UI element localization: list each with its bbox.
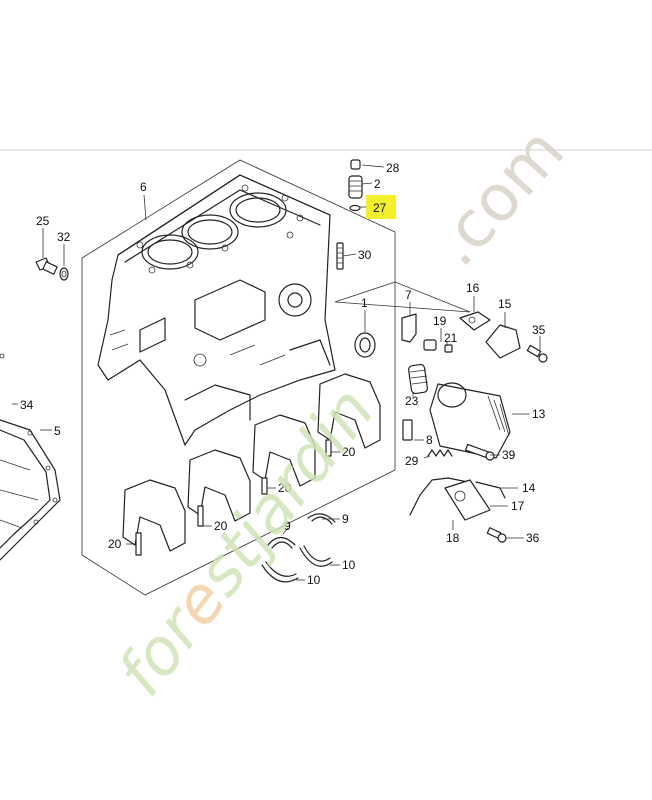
callout-36: 36	[526, 531, 540, 545]
callout-27-highlight	[366, 195, 396, 219]
bearing-caps	[122, 373, 381, 552]
callout-1: 1	[361, 296, 368, 310]
callout-27: 27	[373, 201, 387, 215]
dipstick-assembly	[409, 477, 506, 521]
callout-9-a: 9	[342, 512, 349, 526]
callout-20-b: 20	[278, 481, 292, 495]
oil-system-frame	[334, 281, 471, 313]
callout-14: 14	[522, 481, 536, 495]
relief-spring	[427, 449, 453, 457]
callout-34: 34	[20, 398, 34, 412]
callout-32: 32	[57, 230, 71, 244]
callout-9-b: 9	[284, 519, 291, 533]
filter-cover	[485, 324, 521, 359]
guide-bolt	[486, 527, 507, 543]
filter-gasket	[459, 311, 491, 331]
callout-29: 29	[405, 454, 419, 468]
filter-bolt	[465, 443, 495, 461]
drain-bolt	[35, 257, 69, 281]
callout-8: 8	[426, 433, 433, 447]
assembly-frame	[81, 159, 396, 596]
callout-20-d: 20	[108, 537, 122, 551]
oil-pressure-switch	[423, 339, 453, 353]
oil-filter-nipple	[408, 363, 429, 395]
callout-30: 30	[358, 248, 372, 262]
oil-filter	[429, 382, 511, 459]
part-marker	[0, 353, 5, 359]
callout-28: 28	[386, 161, 400, 175]
callout-6: 6	[140, 180, 147, 194]
crank-seal	[354, 332, 376, 358]
callout-10-b: 10	[307, 573, 321, 587]
callout-13: 13	[532, 407, 546, 421]
callout-15: 15	[498, 297, 512, 311]
callout-23: 23	[405, 394, 419, 408]
callout-7: 7	[405, 288, 412, 302]
leader-lines	[12, 164, 541, 581]
callout-labels: 28 2 27 6 30 25 32 1 7 16 15 19 21 35 23…	[20, 161, 546, 587]
watermark-brand: forestjardin	[104, 374, 389, 710]
stud-bolt	[336, 242, 344, 270]
callout-19: 19	[433, 314, 447, 328]
oil-pan	[0, 419, 61, 561]
callout-25: 25	[36, 214, 50, 228]
watermark-domain: .com	[419, 114, 579, 280]
callout-10-a: 10	[342, 558, 356, 572]
cover-bolt	[526, 344, 548, 363]
callout-17: 17	[511, 499, 525, 513]
callout-2: 2	[374, 177, 381, 191]
callout-16: 16	[466, 281, 480, 295]
cylinder-block	[97, 174, 336, 446]
callout-20-a: 20	[342, 445, 356, 459]
callout-35: 35	[532, 323, 546, 337]
cap-bolts	[135, 439, 332, 556]
callout-20-c: 20	[214, 519, 228, 533]
clip	[402, 419, 413, 441]
callout-5: 5	[54, 424, 61, 438]
bracket	[401, 313, 417, 343]
callout-18: 18	[446, 531, 460, 545]
callout-21: 21	[444, 331, 458, 345]
plug-assembly	[348, 159, 363, 212]
thrust-washers	[261, 513, 336, 583]
callout-39: 39	[502, 448, 516, 462]
